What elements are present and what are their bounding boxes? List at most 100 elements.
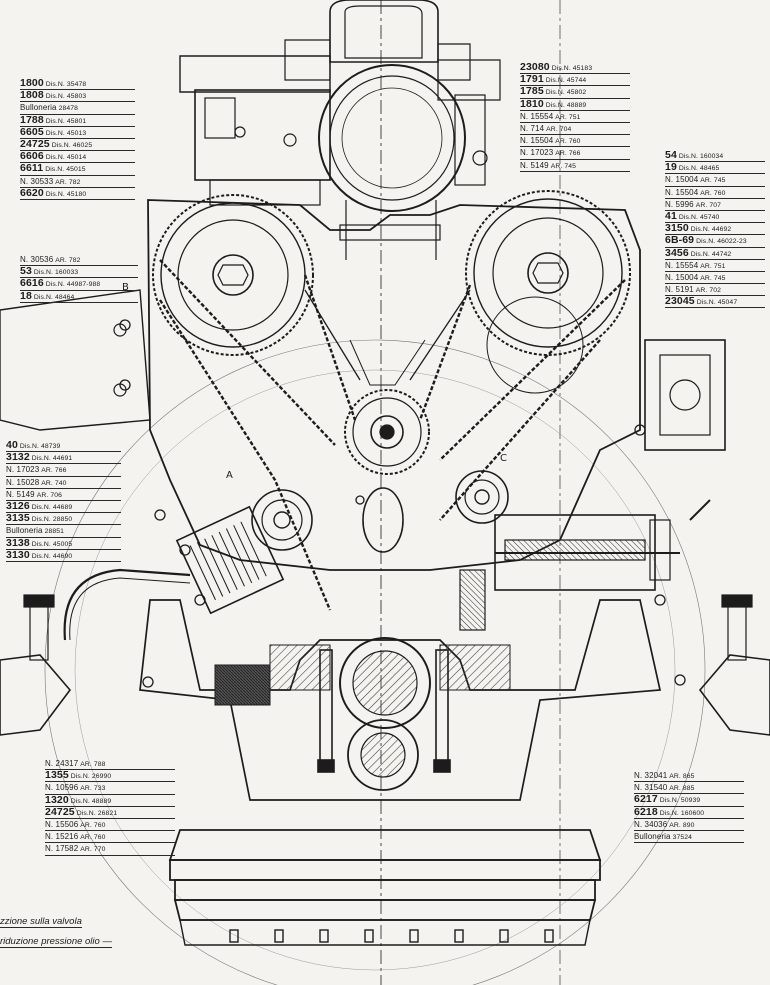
- callout-part-number: 24725: [20, 137, 50, 150]
- callout-drawing-ref: AR. 865: [669, 773, 695, 780]
- marker-c: C: [500, 453, 507, 464]
- callout-part-number: 1320: [45, 793, 69, 806]
- callout-part-number: 41: [665, 209, 677, 222]
- callout-drawing-ref: AR. 885: [669, 785, 695, 793]
- oil-pump: [494, 499, 711, 591]
- callout-part-number: 3456: [665, 246, 689, 259]
- callout-part-number: N. 30536: [20, 255, 54, 264]
- callout-drawing-ref: Dis.N. 45047: [696, 299, 738, 307]
- callout-part-number: 3135: [6, 512, 30, 525]
- callout-drawing-ref: Dis.N. 160600: [659, 809, 705, 817]
- callout-drawing-ref: AR. 766: [41, 467, 67, 475]
- right-carburettor: [454, 94, 488, 186]
- callout-drawing-ref: Dis.N. 45014: [45, 154, 87, 162]
- callout-drawing-ref: Dis.N. 44690: [31, 552, 73, 560]
- callout-part-number: N. 15028: [6, 477, 40, 487]
- left-tensioner: [251, 489, 313, 551]
- flywheel-outline: [44, 339, 706, 985]
- callout-part-number: 53: [20, 265, 32, 278]
- callout-part-number: N. 15506: [45, 819, 79, 829]
- timing-case: [147, 199, 641, 571]
- caption-valve: zzione sulla valvola: [0, 916, 82, 928]
- callout-part-number: N. 17582: [45, 844, 79, 854]
- bolts: [119, 319, 686, 688]
- caption-oil-pressure: riduzione pressione olio —: [0, 936, 112, 948]
- callout-drawing-ref: Dis.N. 48889: [70, 797, 112, 805]
- callout-drawing-ref: Dis.N. 46025: [51, 141, 93, 149]
- callout-drawing-ref: Dis.N. 45183: [551, 65, 593, 72]
- callout-drawing-ref: AR. 702: [695, 287, 721, 295]
- callout-drawing-ref: AR. 706: [36, 491, 62, 499]
- callout-part-number: N. 32041: [634, 771, 668, 780]
- callout-part-number: N. 34036: [634, 819, 668, 829]
- callout-drawing-ref: Dis.N. 44691: [31, 455, 73, 463]
- callout-drawing-ref: 28478: [58, 105, 78, 113]
- distributor-housing: [318, 64, 466, 212]
- oil-slot: [362, 487, 404, 553]
- callout-drawing-ref: Dis.N. 45013: [45, 129, 87, 137]
- callout-drawing-ref: AR. 760: [80, 834, 106, 842]
- callout-drawing-ref: Dis.N. 26990: [70, 773, 112, 781]
- callout-part-number: N. 15504: [665, 187, 699, 197]
- right-engine-mount: [698, 594, 770, 736]
- callout-drawing-ref: AR. 745: [550, 162, 576, 170]
- callout-drawing-ref: AR. 782: [55, 178, 81, 186]
- callout-drawing-ref: AR. 751: [700, 262, 726, 270]
- callout-part-number: 54: [665, 149, 677, 161]
- callout-part-number: Bulloneria: [20, 103, 57, 113]
- callout-drawing-ref: Dis.N. 45015: [45, 166, 86, 174]
- callout-drawing-ref: AR. 770: [80, 846, 106, 854]
- callout-part-number: Bulloneria: [634, 831, 671, 841]
- callout-part-number: 3138: [6, 536, 30, 549]
- callout-drawing-ref: Dis.N. 45744: [545, 77, 587, 85]
- callout-drawing-ref: Dis.N. 46022-23: [696, 238, 747, 246]
- callout-drawing-ref: Dis.N. 44987-988: [45, 281, 101, 289]
- callout-drawing-ref: Dis.N. 45803: [45, 93, 87, 101]
- callout-part-number: 18: [20, 289, 32, 302]
- callout-part-number: 3130: [6, 548, 30, 561]
- callout-part-number: N. 15004: [665, 272, 699, 282]
- callout-part-number: 6620: [20, 186, 44, 199]
- callout-drawing-ref: Dis.N. 50939: [659, 797, 701, 805]
- callout-part-number: N. 10596: [45, 783, 79, 793]
- callout-part-number: 3132: [6, 451, 30, 464]
- callout-part-number: 1800: [20, 77, 44, 89]
- callout-drawing-ref: Dis.N. 45740: [678, 213, 720, 221]
- left-cam-sprocket: [152, 194, 314, 356]
- callout-part-number: 23045: [665, 295, 695, 308]
- left-engine-mount: [0, 594, 72, 736]
- callout-part-number: N. 17023: [6, 465, 40, 475]
- marker-b: B: [122, 282, 129, 293]
- callout-part-number: N. 5996: [665, 199, 694, 209]
- callout-part-number: N. 15554: [665, 260, 699, 270]
- callout-part-number: N. 5191: [665, 285, 694, 295]
- left-carburettor: [194, 89, 331, 206]
- callout-part-number: N. 5149: [520, 160, 549, 170]
- callout-part-number: N. 17023: [520, 148, 554, 158]
- callout-part-number: N. 15504: [520, 136, 554, 146]
- callout-drawing-ref: Dis.N. 35478: [45, 81, 87, 88]
